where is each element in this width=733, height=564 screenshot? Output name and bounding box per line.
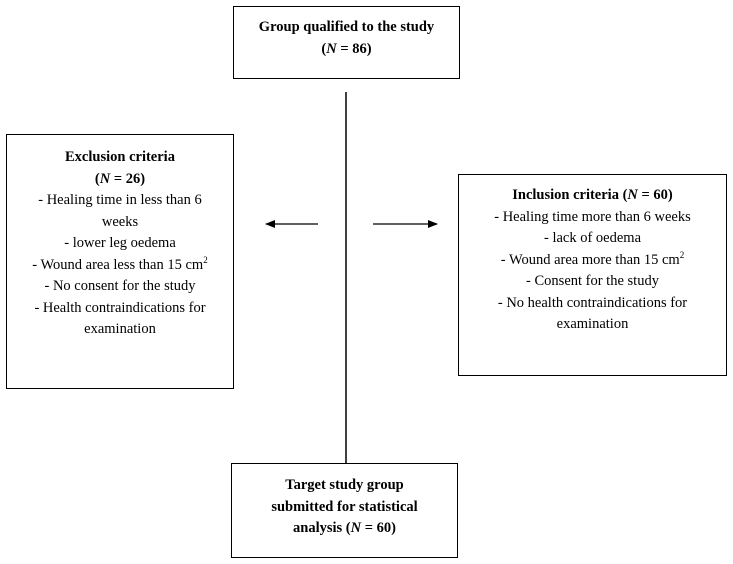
exclusion-criteria-box: Exclusion criteria (N = 26) - Healing ti…	[6, 134, 234, 389]
exclusion-item: - No consent for the study	[44, 278, 196, 294]
target-group-line: Target study group	[285, 477, 404, 493]
inclusion-item: - No health contraindications for	[497, 294, 688, 311]
qualified-group-title: Group qualified to the study	[258, 19, 435, 35]
inclusion-title: Inclusion criteria (N = 60)	[512, 187, 673, 203]
inclusion-criteria-box: Inclusion criteria (N = 60) - Healing ti…	[458, 174, 727, 376]
inclusion-item: - Consent for the study	[526, 273, 659, 289]
exclusion-count: (N = 26)	[94, 170, 146, 187]
inclusion-item: - Wound area more than 15 cm2	[500, 249, 685, 268]
exclusion-item: - Healing time in less than 6 weeks	[38, 192, 202, 230]
target-group-count: analysis (N = 60)	[293, 520, 396, 536]
exclusion-item: - Health contraindications for examinati…	[34, 299, 206, 338]
target-group-line: submitted for statistical	[271, 498, 418, 515]
exclusion-title: Exclusion criteria	[65, 149, 175, 165]
qualified-group-count: (N = 86)	[321, 40, 372, 57]
qualified-group-box: Group qualified to the study (N = 86)	[233, 6, 460, 79]
inclusion-item: examination	[556, 316, 629, 332]
exclusion-item: - Wound area less than 15 cm2	[32, 254, 208, 273]
inclusion-item: - lack of oedema	[543, 230, 642, 246]
exclusion-item: - lower leg oedema	[64, 235, 176, 251]
target-group-box: Target study group submitted for statist…	[231, 463, 458, 558]
inclusion-item: - Healing time more than 6 weeks	[494, 208, 691, 225]
